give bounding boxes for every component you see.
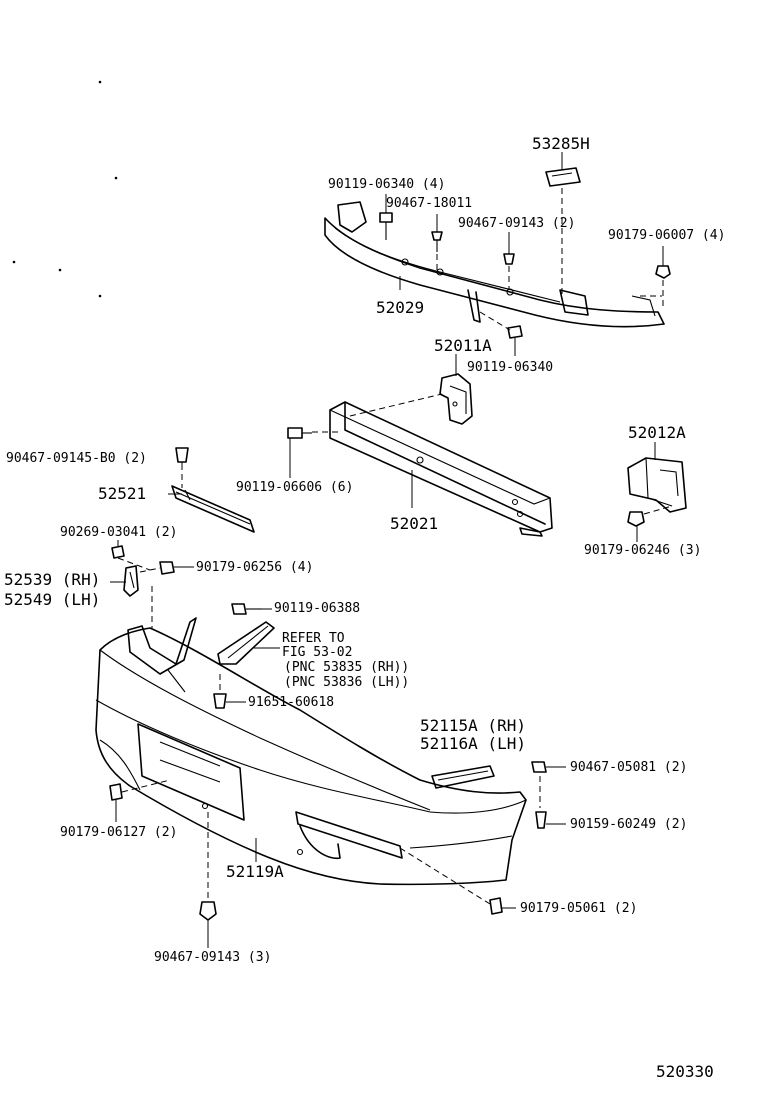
label-90119-06388: 90119-06388 xyxy=(274,601,361,616)
nut-90179-05061 xyxy=(489,897,503,915)
label-52115A-rh: 52115A (RH) xyxy=(420,716,526,735)
clip-90467-09143-top xyxy=(503,253,515,265)
nut-90179-06246 xyxy=(627,511,645,527)
bolt-90119-06606 xyxy=(287,427,312,439)
label-90467-09143-3: 90467-09143 (3) xyxy=(154,950,272,965)
label-90179-06246-3: 90179-06246 (3) xyxy=(584,543,702,558)
nut-90179-06256 xyxy=(159,561,175,575)
label-90179-06127-2: 90179-06127 (2) xyxy=(60,825,178,840)
clip-90467-09145-B0 xyxy=(175,447,189,463)
retainer-52539-52549 xyxy=(123,565,139,597)
bracket-53285H xyxy=(545,167,581,187)
bracket-52012A xyxy=(627,457,687,513)
label-refer-fig: FIG 53-02 xyxy=(282,645,353,660)
label-52012A: 52012A xyxy=(628,423,686,442)
nut-90179-06007 xyxy=(655,265,671,279)
label-52116A-lh: 52116A (LH) xyxy=(420,734,526,753)
clip-90467-05081 xyxy=(531,761,547,773)
label-91651-60618: 91651-60618 xyxy=(248,695,335,710)
label-refer-pnc-lh: (PNC 53836 (LH)) xyxy=(284,675,410,690)
bumper-cover-52119A xyxy=(95,617,527,886)
clip-90467-09143-bottom xyxy=(199,901,217,921)
bolt-90119-06340 xyxy=(507,325,523,339)
label-90179-06007-4: 90179-06007 (4) xyxy=(608,228,726,243)
label-90269-03041-2: 90269-03041 (2) xyxy=(60,525,178,540)
figure-number: 520330 xyxy=(656,1062,714,1081)
upper-bumper-support-52029 xyxy=(324,201,665,328)
label-52021: 52021 xyxy=(390,514,439,533)
bracket-52011A xyxy=(439,373,473,425)
label-refer-to: REFER TO xyxy=(282,631,345,646)
label-90119-06606-6: 90119-06606 (6) xyxy=(236,480,354,495)
reflector-52115A-52116A xyxy=(431,765,495,789)
clip-90467-18011 xyxy=(431,231,443,252)
label-52521: 52521 xyxy=(98,484,147,503)
clip-90269-03041 xyxy=(111,545,125,559)
label-90119-06340-4: 90119-06340 (4) xyxy=(328,177,446,192)
label-90179-05061-2: 90179-05061 (2) xyxy=(520,901,638,916)
label-52011A: 52011A xyxy=(434,336,492,355)
leader-lines xyxy=(110,152,664,948)
mounting-arm xyxy=(217,603,275,665)
label-90467-18011: 90467-18011 xyxy=(386,196,473,211)
bumper-reinforcement-52021 xyxy=(329,401,553,537)
label-90179-06256-4: 90179-06256 (4) xyxy=(196,560,314,575)
bolt-90159-60249 xyxy=(535,811,547,829)
label-52539-rh: 52539 (RH) xyxy=(4,570,101,589)
label-90159-60249-2: 90159-60249 (2) xyxy=(570,817,688,832)
label-52549-lh: 52549 (LH) xyxy=(4,590,101,609)
label-52029: 52029 xyxy=(376,298,425,317)
label-90467-09145-B0-2: 90467-09145-B0 (2) xyxy=(6,451,147,466)
label-90467-09143-2: 90467-09143 (2) xyxy=(458,216,576,231)
label-refer-pnc-rh: (PNC 53835 (RH)) xyxy=(284,660,410,675)
label-90467-05081-2: 90467-05081 (2) xyxy=(570,760,688,775)
nut-90179-06127 xyxy=(109,783,123,801)
label-52119A: 52119A xyxy=(226,862,284,881)
clip-91651-60618 xyxy=(213,693,227,709)
scan-specks xyxy=(12,80,118,298)
label-53285H: 53285H xyxy=(532,134,590,153)
bolt-90119-06340-top xyxy=(379,212,393,240)
label-90119-06340: 90119-06340 xyxy=(467,360,554,375)
